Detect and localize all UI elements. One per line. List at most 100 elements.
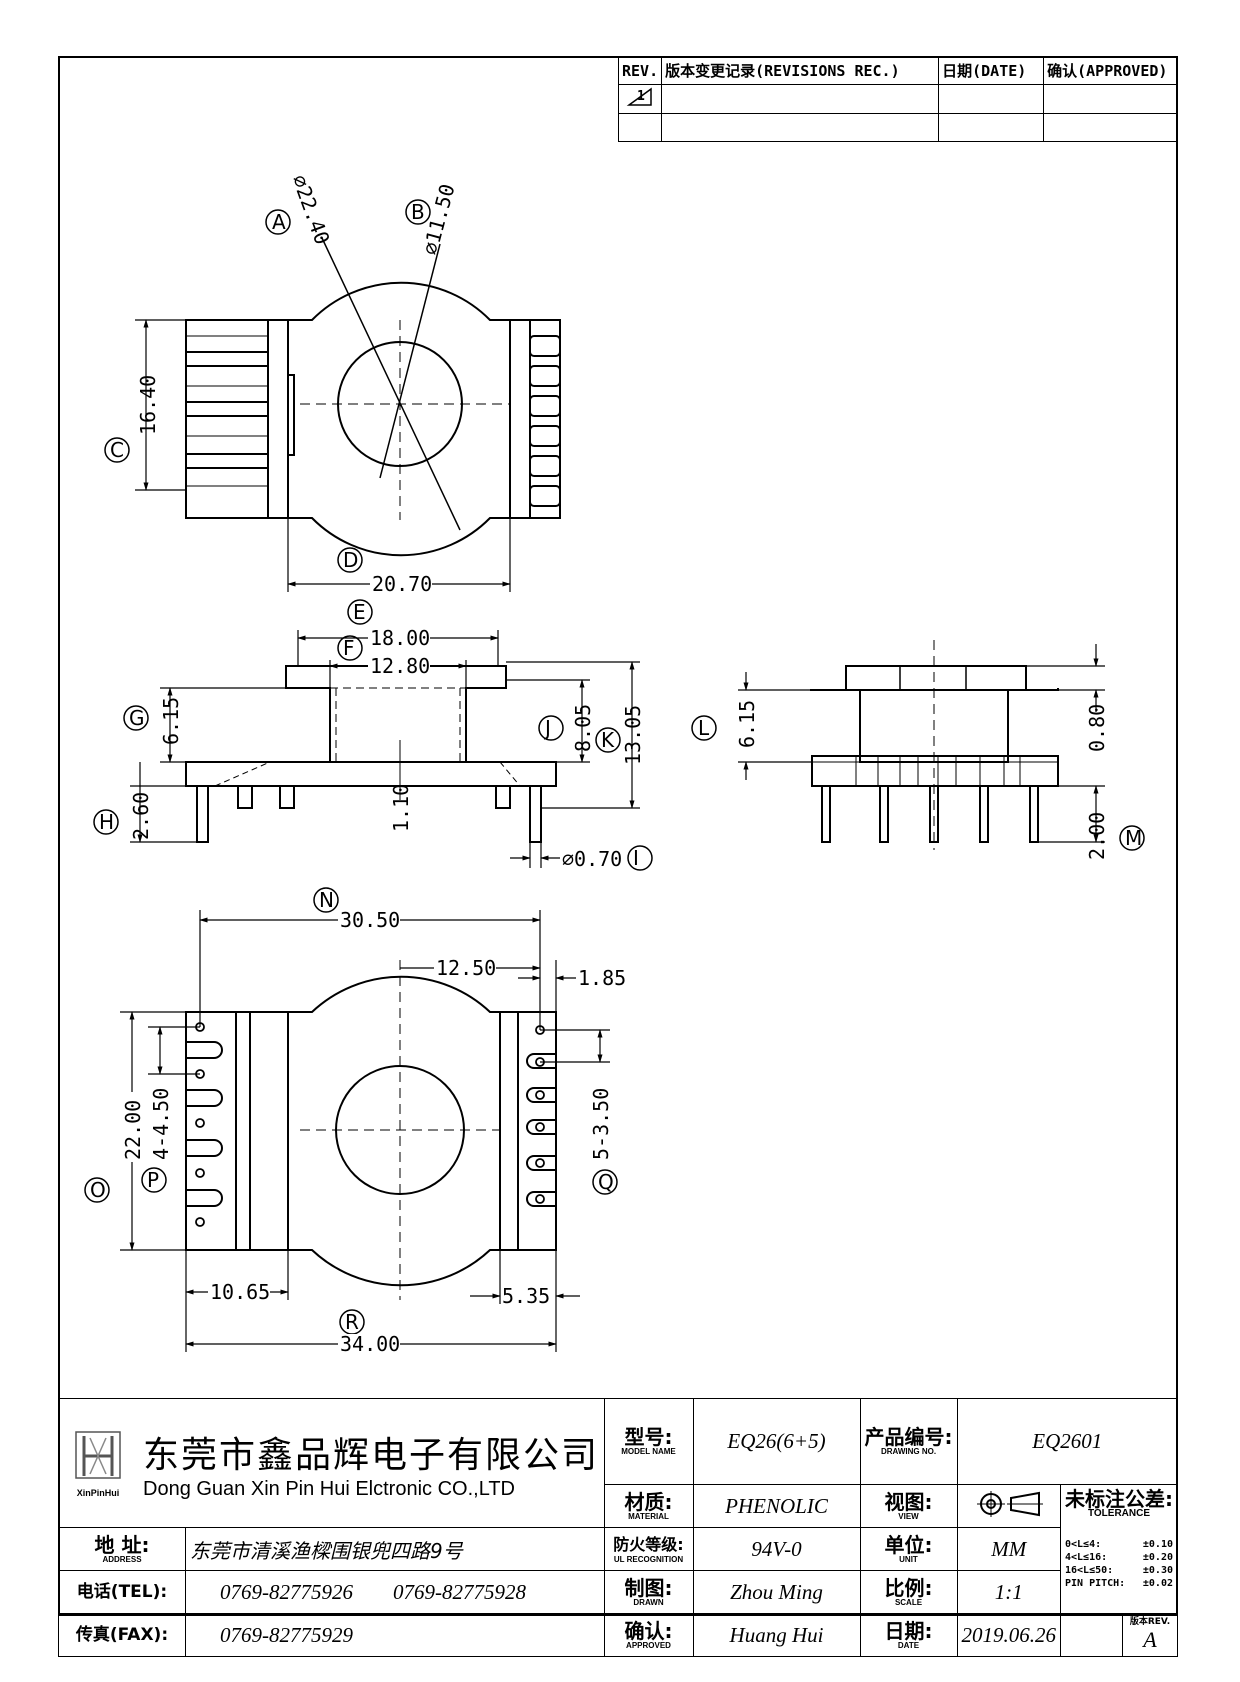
rev-cell — [938, 112, 1045, 143]
dim-J-label: J — [543, 716, 551, 740]
dim-J: J 8.05 — [506, 679, 595, 763]
dim-E-value: 18.00 — [370, 626, 430, 650]
date-label-en: DATE — [897, 1640, 920, 1650]
dim-M-value: 2.00 — [1085, 812, 1109, 860]
dim-R-value: 34.00 — [340, 1332, 400, 1356]
tolerance-value: ±0.10 — [1142, 1539, 1173, 1550]
tel-label-text: 电话(TEL): — [76, 1582, 168, 1602]
model-label-en: MODEL NAME — [621, 1447, 676, 1456]
rev-cell — [661, 112, 940, 143]
version-value: A — [1143, 1627, 1157, 1652]
dim-R: R 34.00 — [185, 1309, 557, 1356]
dim-F-label: F — [343, 636, 355, 660]
dim-left-width-value: 10.65 — [210, 1280, 270, 1304]
tel-label: 电话(TEL): — [58, 1570, 186, 1614]
ul-label-cn: 防火等级: — [613, 1534, 684, 1554]
dim-offset: 12.50 — [400, 956, 541, 980]
dim-M: M 2.00 — [1038, 785, 1145, 860]
dim-J-value: 8.05 — [571, 704, 595, 752]
rev-cell — [661, 84, 940, 114]
dim-G-value: 6.15 — [159, 697, 183, 745]
ul-value-cell: 94V-0 — [692, 1527, 861, 1571]
dim-right-width-value: 5.35 — [502, 1284, 550, 1308]
dim-E-label: E — [353, 600, 366, 624]
approved-value-cell: Huang Hui — [692, 1613, 861, 1657]
dim-edge: 1.85 — [518, 960, 626, 1012]
dim-A-value: ⌀22.40 — [287, 172, 334, 248]
dim-H: H 2.60 — [93, 762, 197, 843]
scale-value-cell: 1:1 — [956, 1570, 1061, 1614]
front-view — [185, 665, 557, 843]
drawing-no-label: 产品编号:DRAWING NO. — [859, 1398, 958, 1485]
model-label: 型号:MODEL NAME — [603, 1398, 694, 1485]
rev-cell — [1043, 84, 1178, 114]
rev-header-date: 日期(DATE) — [938, 55, 1045, 86]
unit-label-en: UNIT — [899, 1554, 918, 1564]
material-label: 材质:MATERIAL — [603, 1484, 694, 1528]
tolerance-range: 16<L≤50: — [1065, 1565, 1114, 1576]
pin-hole — [535, 1194, 545, 1204]
dim-E: E 18.00 — [297, 599, 499, 666]
material-label-cn: 材质: — [624, 1489, 673, 1514]
dim-C: C 16.40 — [104, 319, 186, 491]
tolerance-range: PIN PITCH: — [1065, 1578, 1126, 1589]
dim-H-value: 2.60 — [129, 792, 153, 840]
approved-value: Huang Hui — [729, 1622, 824, 1647]
dim-center-value: 1.10 — [389, 784, 413, 832]
projection-symbol-icon — [976, 1491, 1043, 1517]
dim-D-value: 20.70 — [372, 572, 432, 596]
dim-O: O 22.00 — [84, 1011, 200, 1251]
drawn-label: 制图:DRAWN — [603, 1570, 694, 1614]
dim-D-label: D — [343, 548, 358, 572]
dim-A-label: A — [272, 210, 286, 234]
fax-value: 0769-82775929 — [220, 1622, 353, 1647]
dim-L-label: L — [698, 716, 710, 740]
dim-B-label: B — [411, 200, 425, 224]
date-label: 日期:DATE — [859, 1613, 958, 1657]
dim-left-width: 10.65 — [185, 1250, 289, 1352]
dim-edge-value: 1.85 — [578, 966, 626, 990]
dim-K-label: K — [601, 728, 615, 752]
dim-Q-label: Q — [598, 1170, 614, 1194]
address-label: 地 址:ADDRESS — [58, 1527, 186, 1571]
ul-label: 防火等级:UL RECOGNITION — [603, 1527, 694, 1571]
logo-text: XinPinHui — [76, 1488, 120, 1498]
drawing-no-label-en: DRAWING NO. — [880, 1447, 937, 1456]
pin-hole — [535, 1122, 545, 1132]
dim-P-label: P — [147, 1168, 159, 1192]
dim-N-value: 30.50 — [340, 908, 400, 932]
dim-P: P 4-4.50 — [141, 1026, 200, 1193]
revision-table: REV. 版本变更记录(REVISIONS REC.) 日期(DATE) 确认(… — [617, 55, 1178, 143]
material-value: PHENOLIC — [725, 1493, 828, 1518]
address-value: 东莞市清溪渔樑围银兜四路9号 — [190, 1538, 463, 1563]
address-label-cn: 地 址: — [94, 1532, 150, 1557]
pin-hole — [195, 1217, 205, 1227]
revision-triangle-icon — [626, 87, 652, 106]
unit-value: MM — [991, 1536, 1027, 1561]
unit-value-cell: MM — [956, 1527, 1061, 1571]
material-label-en: MATERIAL — [628, 1511, 669, 1521]
dim-K: K 13.05 — [506, 661, 645, 809]
dim-P-value: 4-4.50 — [149, 1088, 173, 1160]
dim-F-value: 12.80 — [370, 654, 430, 678]
tolerance-value: ±0.30 — [1142, 1565, 1173, 1576]
tolerance-label-cn: 未标注公差: — [1065, 1487, 1173, 1511]
ul-label-en: UL RECOGNITION — [613, 1554, 684, 1564]
logo-icon — [75, 1431, 121, 1479]
model-value: EQ26(6+5) — [727, 1429, 826, 1453]
ul-value: 94V-0 — [751, 1536, 802, 1561]
dim-right-width: 5.35 — [470, 1250, 580, 1352]
dim-R-label: R — [345, 1310, 359, 1334]
fax-value-cell: 0769-82775929 — [185, 1613, 605, 1657]
address-label-en: ADDRESS — [102, 1554, 142, 1564]
dim-I-label: I — [633, 846, 639, 870]
version-label: 版本REV. — [1129, 1617, 1171, 1627]
dim-A: A ⌀22.40 — [265, 172, 335, 248]
dim-D: D 20.70 — [287, 518, 511, 596]
tel-value-2: 0769-82775928 — [393, 1579, 526, 1604]
date-value-cell: 2019.06.26 — [956, 1613, 1061, 1657]
tolerance-rows: 0<L≤4:±0.10 4<L≤16:±0.20 16<L≤50:±0.30 P… — [1065, 1524, 1173, 1590]
dim-O-value: 22.00 — [121, 1100, 145, 1160]
drawn-label-en: DRAWN — [633, 1597, 664, 1607]
